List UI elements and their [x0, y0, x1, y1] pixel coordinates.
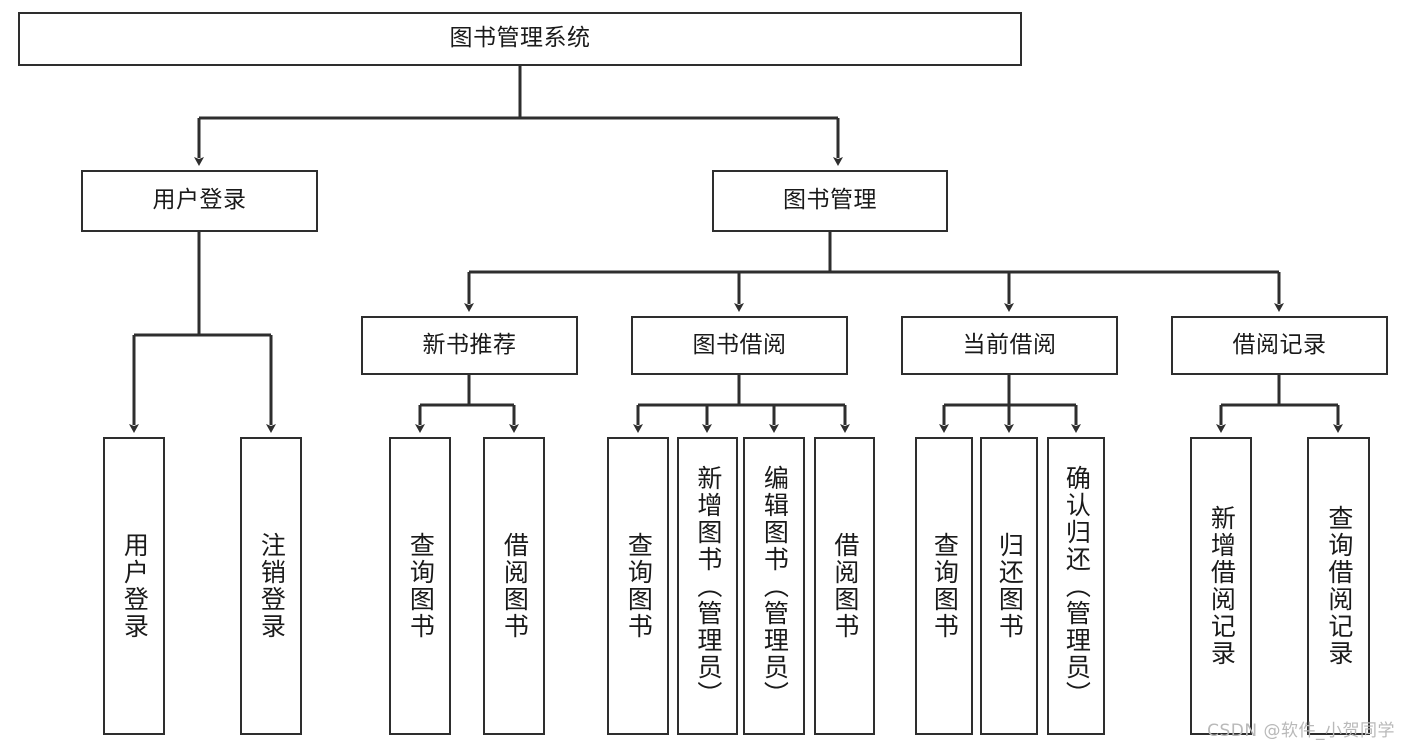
leaf-query-book-1[interactable]: 查询图书 [389, 437, 451, 735]
leaf-query-book-3-label: 查询图书 [930, 532, 960, 640]
leaf-add-book-label: 新增图书（管理员） [693, 464, 723, 708]
leaf-borrow-book-2-label: 借阅图书 [830, 532, 860, 640]
node-borrow-record-label: 借阅记录 [1232, 331, 1327, 358]
leaf-confirm-return-label: 确认归还（管理员） [1062, 464, 1092, 708]
leaf-user-login-label: 用户登录 [120, 532, 150, 640]
leaf-query-book-1-label: 查询图书 [406, 532, 436, 640]
leaf-borrow-book-1[interactable]: 借阅图书 [483, 437, 545, 735]
node-root-label: 图书管理系统 [449, 25, 591, 52]
leaf-edit-book-label: 编辑图书（管理员） [760, 464, 790, 708]
leaf-edit-book[interactable]: 编辑图书（管理员） [743, 437, 805, 735]
node-current-borrow[interactable]: 当前借阅 [901, 316, 1118, 375]
leaf-borrow-book-2[interactable]: 借阅图书 [814, 437, 875, 735]
leaf-return-book[interactable]: 归还图书 [980, 437, 1038, 735]
node-borrow-record[interactable]: 借阅记录 [1171, 316, 1388, 375]
node-user-login[interactable]: 用户登录 [81, 170, 318, 232]
leaf-user-login[interactable]: 用户登录 [103, 437, 165, 735]
leaf-query-record-label: 查询借阅记录 [1324, 505, 1354, 667]
watermark: CSDN @软件_小贺同学 [1207, 721, 1395, 741]
leaf-borrow-book-1-label: 借阅图书 [500, 532, 530, 640]
leaf-query-book-3[interactable]: 查询图书 [915, 437, 973, 735]
node-user-login-label: 用户登录 [152, 187, 247, 214]
leaf-add-record[interactable]: 新增借阅记录 [1190, 437, 1252, 735]
leaf-logout[interactable]: 注销登录 [240, 437, 302, 735]
leaf-return-book-label: 归还图书 [995, 532, 1025, 640]
node-root[interactable]: 图书管理系统 [18, 12, 1022, 66]
leaf-add-record-label: 新增借阅记录 [1207, 505, 1237, 667]
leaf-query-record[interactable]: 查询借阅记录 [1307, 437, 1370, 735]
leaf-confirm-return[interactable]: 确认归还（管理员） [1047, 437, 1105, 735]
node-book-management[interactable]: 图书管理 [712, 170, 948, 232]
leaf-query-book-2-label: 查询图书 [624, 532, 654, 640]
node-book-management-label: 图书管理 [783, 187, 877, 214]
node-current-borrow-label: 当前借阅 [962, 331, 1057, 358]
leaf-add-book[interactable]: 新增图书（管理员） [677, 437, 738, 735]
node-new-book-recommend-label: 新书推荐 [422, 331, 517, 358]
leaf-query-book-2[interactable]: 查询图书 [607, 437, 669, 735]
leaf-logout-label: 注销登录 [257, 532, 287, 640]
node-book-borrow-label: 图书借阅 [692, 331, 787, 358]
node-book-borrow[interactable]: 图书借阅 [631, 316, 848, 375]
node-new-book-recommend[interactable]: 新书推荐 [361, 316, 578, 375]
